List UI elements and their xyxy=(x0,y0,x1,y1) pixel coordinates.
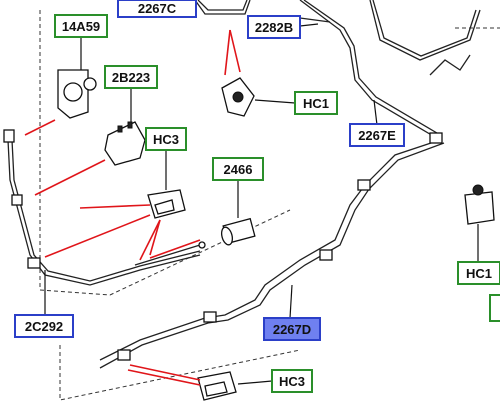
callout-2c292-text: 2C292 xyxy=(25,319,63,334)
callout-hc3-bottom-text: HC3 xyxy=(279,374,305,389)
part-clip-hc1-top xyxy=(221,77,255,117)
callout-partial-right[interactable] xyxy=(489,294,500,322)
callout-2b223[interactable]: 2B223 xyxy=(104,65,158,89)
callout-2282b[interactable]: 2282B xyxy=(247,15,301,39)
callout-hc3-mid-text: HC3 xyxy=(153,132,179,147)
callout-14a59[interactable]: 14A59 xyxy=(54,14,108,38)
part-clip-hc3-mid xyxy=(147,189,186,219)
leader-lines xyxy=(44,23,479,385)
callout-2b223-text: 2B223 xyxy=(112,70,150,85)
callout-2466[interactable]: 2466 xyxy=(212,157,264,181)
callout-2c292[interactable]: 2C292 xyxy=(14,314,74,338)
part-line-end xyxy=(134,241,206,266)
callout-2466-text: 2466 xyxy=(224,162,253,177)
callout-hc1-right-text: HC1 xyxy=(466,266,492,281)
part-2b223 xyxy=(104,121,146,166)
pointer-lines xyxy=(24,29,241,386)
pipe-2c292 xyxy=(3,129,201,286)
part-clip-hc1-right xyxy=(464,184,495,225)
part-14a59 xyxy=(57,69,97,119)
callout-2267e[interactable]: 2267E xyxy=(349,123,405,147)
pipe-2267c xyxy=(194,0,443,141)
callout-hc1-top[interactable]: HC1 xyxy=(294,91,338,115)
callout-2267e-text: 2267E xyxy=(358,128,396,143)
callout-2267d-text: 2267D xyxy=(273,322,311,337)
callout-hc3-mid[interactable]: HC3 xyxy=(145,127,187,151)
pipe-2267e xyxy=(99,132,445,369)
callout-2282b-text: 2282B xyxy=(255,20,293,35)
callout-2267c-text: 2267C xyxy=(138,1,177,16)
dashed-region-bottom xyxy=(59,345,301,401)
callout-2267d-selected[interactable]: 2267D xyxy=(263,317,321,341)
pipe-right-branch xyxy=(369,0,481,76)
part-clip-hc3-bottom xyxy=(197,371,237,401)
callout-14a59-text: 14A59 xyxy=(62,19,100,34)
callout-hc3-bottom[interactable]: HC3 xyxy=(271,369,313,393)
callout-hc1-top-text: HC1 xyxy=(303,96,329,111)
callout-2267c[interactable]: 2267C xyxy=(117,0,197,18)
dashed-region-left xyxy=(39,10,291,296)
part-filter-2466 xyxy=(220,217,256,246)
callout-hc1-right[interactable]: HC1 xyxy=(457,261,500,285)
